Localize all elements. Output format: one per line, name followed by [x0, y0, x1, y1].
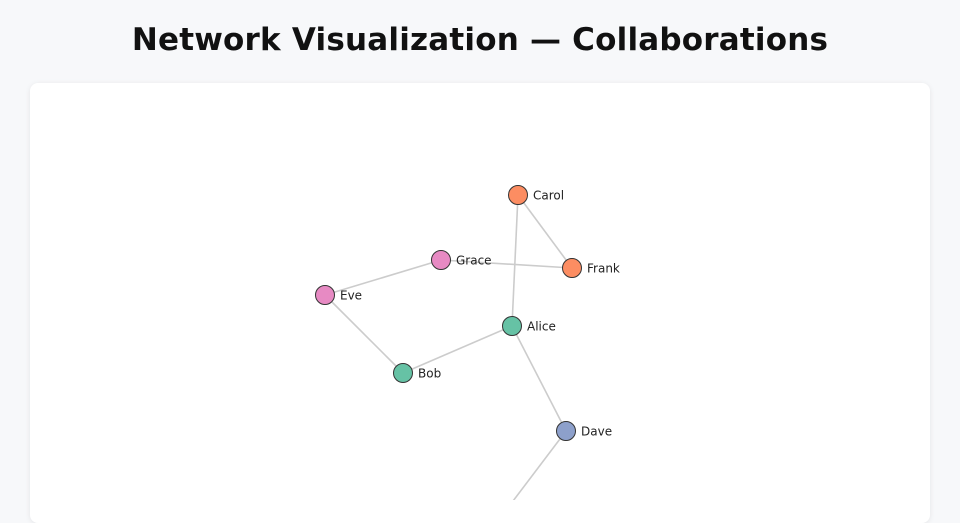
node-grace[interactable]	[431, 250, 451, 270]
edge-grace-frank	[440, 259, 573, 269]
edge-carol-frank	[517, 194, 573, 269]
node-label-frank: Frank	[587, 262, 620, 276]
node-bob[interactable]	[393, 363, 413, 383]
node-carol[interactable]	[508, 185, 528, 205]
node-frank[interactable]	[562, 258, 582, 278]
edge-eve-bob	[324, 294, 404, 374]
node-label-eve: Eve	[340, 289, 362, 303]
edge-grace-eve	[324, 259, 442, 296]
node-eve[interactable]	[315, 285, 335, 305]
node-label-carol: Carol	[533, 189, 564, 203]
edge-bob-alice	[402, 325, 513, 374]
edge-dave-offscreen	[512, 430, 567, 500]
edge-carol-alice	[511, 194, 519, 327]
node-label-grace: Grace	[456, 254, 492, 268]
node-label-dave: Dave	[581, 425, 612, 439]
graph-card	[30, 83, 930, 523]
page-title: Network Visualization — Collaborations	[131, 22, 829, 58]
node-dave[interactable]	[556, 421, 576, 441]
node-label-alice: Alice	[527, 320, 556, 334]
node-label-bob: Bob	[418, 367, 441, 381]
node-alice[interactable]	[502, 316, 522, 336]
edge-alice-dave	[511, 325, 567, 432]
